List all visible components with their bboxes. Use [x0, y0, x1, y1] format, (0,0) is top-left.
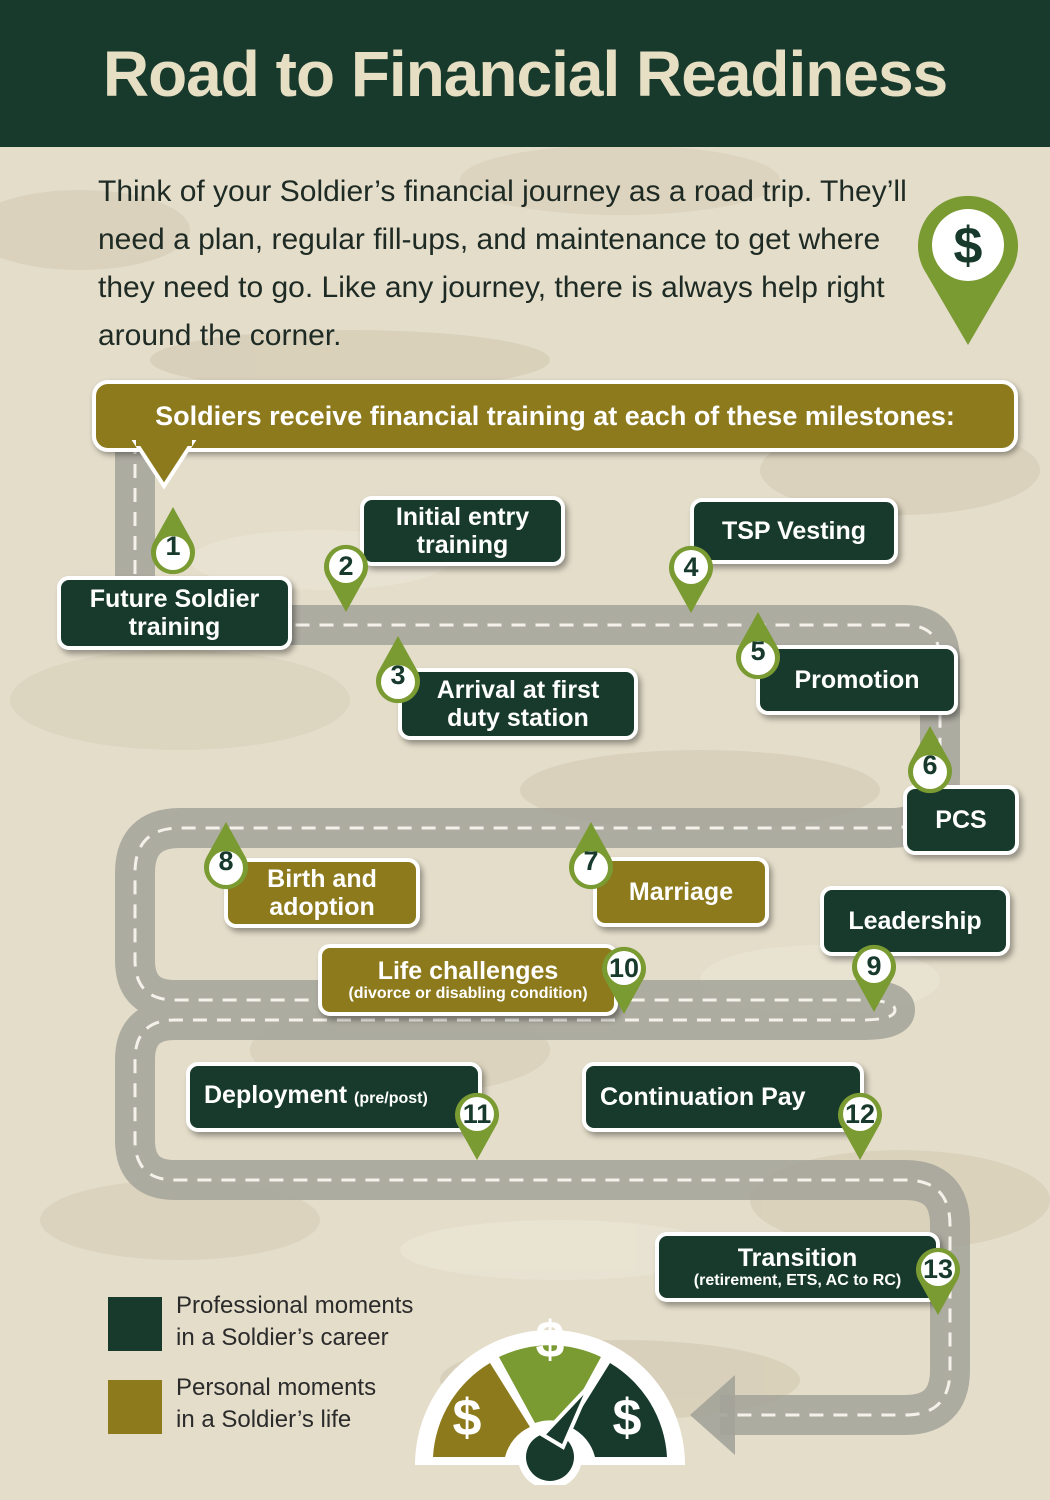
milestone-7-box: Marriage [593, 857, 769, 927]
milestone-label: Future Soldier [89, 585, 260, 613]
milestone-pin-5: 5 [732, 610, 784, 682]
milestone-label: Transition [737, 1244, 858, 1272]
milestone-sublabel: (divorce or disabling condition) [348, 985, 588, 1002]
gauge-dollar-middle: $ [536, 1311, 565, 1369]
milestone-pin-3: 3 [372, 634, 424, 706]
milestone-pin-9: 9 [848, 942, 900, 1014]
legend-line: in a Soldier’s life [176, 1406, 352, 1433]
milestone-pin-12: 12 [834, 1090, 886, 1162]
dollar-sign-text: $ [954, 217, 983, 275]
milestone-label: Deployment [204, 1081, 348, 1109]
pin-drop-icon [669, 545, 713, 613]
milestone-pin-11: 11 [451, 1090, 503, 1162]
pin-number: 4 [683, 552, 699, 582]
milestone-label: duty station [447, 704, 589, 732]
pin-number: 8 [218, 846, 234, 876]
pin-number: 10 [608, 953, 640, 983]
pin-number: 5 [750, 636, 766, 666]
milestone-13-box: Transition (retirement, ETS, AC to RC) [655, 1232, 940, 1302]
milestone-pin-13: 13 [912, 1245, 964, 1317]
milestone-label: training [128, 613, 221, 641]
milestone-label: Arrival at first [436, 676, 600, 704]
milestone-label: Initial entry [395, 503, 530, 531]
dollar-gauge-icon: $ $ $ [415, 1311, 685, 1485]
milestone-label: adoption [269, 893, 375, 921]
pin-number: 9 [866, 951, 882, 981]
pin-drop-icon [151, 507, 195, 575]
page-title: Road to Financial Readiness [102, 37, 948, 110]
milestone-3-box: Arrival at first duty station [398, 668, 638, 740]
pin-number: 6 [922, 750, 938, 780]
callout-text: Soldiers receive financial training at e… [155, 400, 955, 431]
pin-drop-icon [376, 636, 420, 704]
milestone-label: TSP Vesting [721, 517, 867, 545]
milestone-pin-10: 10 [598, 944, 650, 1016]
milestone-sublabel: (retirement, ETS, AC to RC) [693, 1272, 902, 1289]
pin-drop-icon [569, 822, 613, 890]
milestone-6-box: PCS [903, 785, 1019, 855]
milestone-label: Promotion [794, 666, 920, 694]
gauge-dollar-left: $ [453, 1389, 482, 1447]
milestone-12-box: Continuation Pay [582, 1062, 864, 1132]
pin-number: 13 [922, 1254, 954, 1284]
milestone-label: Birth and [267, 865, 377, 893]
pin-number: 1 [165, 531, 181, 561]
milestone-pin-8: 8 [200, 820, 252, 892]
pin-drop-icon [736, 612, 780, 680]
milestone-label: Continuation Pay [600, 1083, 806, 1111]
milestone-pin-2: 2 [320, 542, 372, 614]
pin-drop-icon [324, 544, 368, 612]
milestone-pin-1: 1 [147, 505, 199, 577]
milestone-pin-6: 6 [904, 724, 956, 796]
pin-drop-icon [602, 946, 646, 1014]
legend-swatch-professional [108, 1297, 162, 1351]
legend-line: Professional moments [176, 1292, 414, 1319]
pin-number: 11 [462, 1099, 492, 1129]
pin-drop-icon [204, 822, 248, 890]
gauge-dollar-right: $ [613, 1389, 642, 1447]
callout-tail [131, 440, 197, 490]
legend-line: in a Soldier’s career [176, 1324, 389, 1351]
milestone-label: Life challenges [377, 957, 559, 985]
milestone-label: Marriage [628, 878, 734, 906]
milestone-label: Leadership [848, 907, 982, 935]
milestones-callout: Soldiers receive financial training at e… [92, 380, 1018, 452]
milestone-9-box: Leadership [820, 886, 1010, 956]
pin-number: 2 [338, 551, 354, 581]
milestone-4-box: TSP Vesting [690, 498, 898, 564]
legend-professional: Professional moments in a Soldier’s care… [176, 1290, 416, 1354]
milestone-1-box: Future Soldier training [57, 576, 292, 650]
header-banner: Road to Financial Readiness [0, 0, 1050, 147]
milestone-sublabel: (pre/post) [354, 1090, 428, 1107]
milestone-8-box: Birth and adoption [224, 858, 420, 928]
milestone-label: PCS [935, 806, 987, 834]
pin-number: 12 [844, 1099, 876, 1129]
pin-drop-icon [916, 1247, 960, 1315]
pin-number: 3 [390, 660, 406, 690]
legend-swatch-personal [108, 1380, 162, 1434]
intro-text: Think of your Soldier’s financial journe… [98, 175, 907, 352]
milestone-5-box: Promotion [756, 645, 958, 715]
milestone-label-row: Deployment (pre/post) [204, 1081, 428, 1113]
pin-drop-icon [455, 1092, 499, 1160]
milestone-2-box: Initial entry training [360, 496, 565, 566]
milestone-11-box: Deployment (pre/post) [186, 1062, 482, 1132]
legend-personal: Personal moments in a Soldier’s life [176, 1372, 416, 1436]
pin-drop-icon [908, 726, 952, 794]
dollar-map-pin-icon: $ [918, 195, 1018, 345]
pin-drop-icon [838, 1092, 882, 1160]
pin-drop-icon [852, 944, 896, 1012]
pin-number: 7 [583, 846, 599, 876]
milestone-label: training [416, 531, 509, 559]
legend-line: Personal moments [176, 1374, 377, 1401]
milestone-10-box: Life challenges (divorce or disabling co… [318, 944, 618, 1016]
milestone-pin-4: 4 [665, 543, 717, 615]
milestone-pin-7: 7 [565, 820, 617, 892]
